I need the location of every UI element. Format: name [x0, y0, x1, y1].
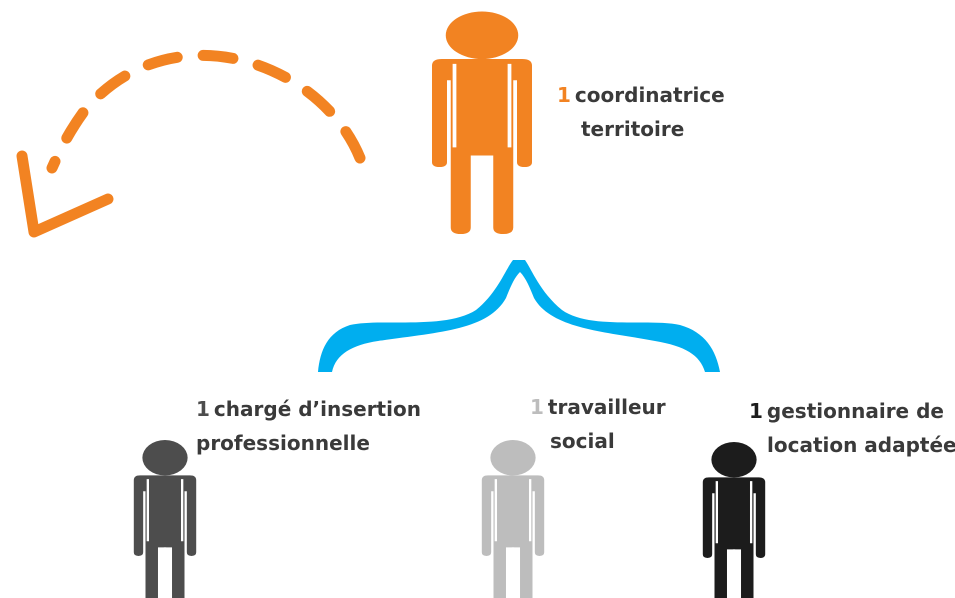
person-insertion-icon: [132, 438, 198, 598]
coordinator-title-line2: territoire: [581, 117, 685, 141]
housing-title-line2: location adaptée: [767, 433, 955, 457]
person-coordinator-icon: [430, 9, 534, 236]
insertion-title: chargé d’insertion: [213, 397, 421, 421]
coordinator-count: 1: [557, 83, 571, 107]
insertion-count: 1: [196, 397, 210, 421]
person-housing-icon: [701, 440, 767, 598]
housing-count: 1: [749, 399, 763, 423]
person-social-icon: [480, 438, 546, 598]
social-count: 1: [530, 395, 544, 419]
curly-brace-connector: [318, 260, 720, 372]
social-title-line2: social: [550, 429, 615, 453]
housing-title: gestionnaire de: [766, 399, 944, 423]
insertion-title-line2: professionnelle: [196, 431, 370, 455]
social-title: travailleur: [547, 395, 666, 419]
coordinator-title: coordinatrice: [574, 83, 725, 107]
dashed-curved-arrow-icon: [16, 49, 366, 238]
